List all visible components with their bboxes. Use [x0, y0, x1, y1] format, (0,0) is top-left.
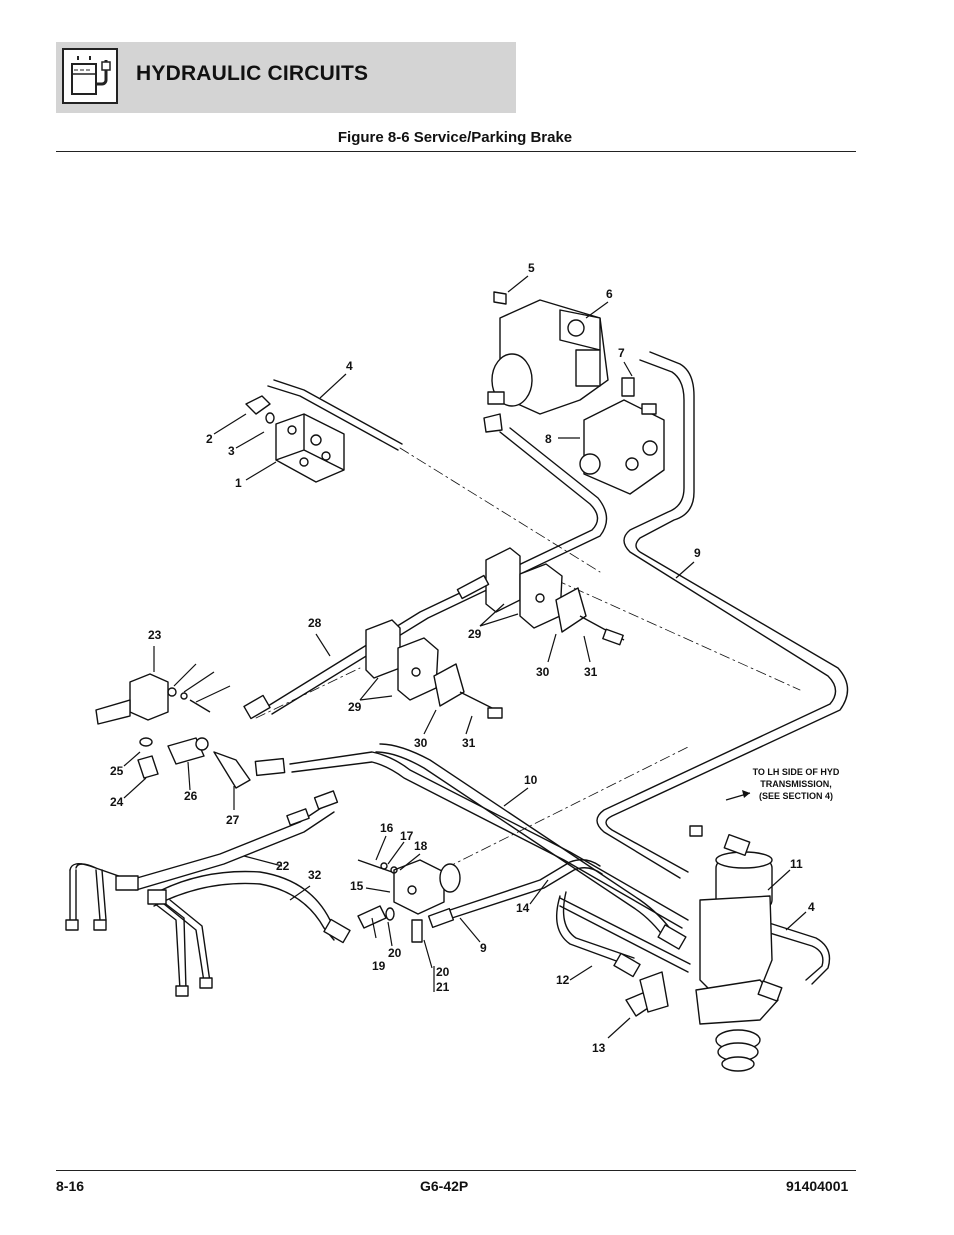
- callout-label: 17: [400, 829, 414, 843]
- callout-label: 9: [694, 546, 701, 560]
- callout-label: 29: [468, 627, 482, 641]
- callout-label: 5: [528, 261, 535, 275]
- callout-label: 24: [110, 795, 124, 809]
- callout-label: 30: [536, 665, 550, 679]
- svg-text:TO LH SIDE OF HYD: TO LH SIDE OF HYD: [753, 767, 840, 777]
- callout-label: 4: [346, 359, 353, 373]
- callout-label: 27: [226, 813, 240, 827]
- callout-label: 30: [414, 736, 428, 750]
- callout-label: 32: [308, 868, 322, 882]
- callout-label: 28: [308, 616, 322, 630]
- page-number: 8-16: [56, 1178, 85, 1194]
- callout-label: 26: [184, 789, 198, 803]
- figure-caption: Figure 8-6 Service/Parking Brake: [337, 129, 573, 146]
- section-header: HYDRAULIC CIRCUITS: [56, 42, 516, 113]
- callout-label: 22: [276, 859, 290, 873]
- callout-label: 3: [228, 444, 235, 458]
- callout-label: 10: [524, 773, 538, 787]
- hydraulic-reservoir-icon: [62, 48, 118, 104]
- callout-label: 25: [110, 764, 124, 778]
- callout-label: 14: [516, 901, 530, 915]
- callout-label: 29: [348, 700, 362, 714]
- callout-label: 4: [808, 900, 815, 914]
- callout-label: 20: [388, 946, 402, 960]
- callout-label: 18: [414, 839, 428, 853]
- transmission-note: TO LH SIDE OF HYD TRANSMISSION, (SEE SEC…: [725, 767, 840, 801]
- callout-label: 16: [380, 821, 394, 835]
- callout-label: 2: [206, 432, 213, 446]
- svg-text:(SEE SECTION 4): (SEE SECTION 4): [759, 791, 833, 801]
- section-title: HYDRAULIC CIRCUITS: [136, 62, 369, 85]
- callout-label: 13: [592, 1041, 606, 1055]
- callout-label: 21: [436, 980, 450, 994]
- model-number: G6-42P: [420, 1178, 469, 1194]
- callout-label: 19: [372, 959, 386, 973]
- callout-label: 11: [790, 857, 803, 871]
- header-rule: [56, 151, 856, 152]
- callout-label: 9: [480, 941, 487, 955]
- callout-label: 1: [235, 476, 242, 490]
- callout-label: 6: [606, 287, 613, 301]
- callout-label: 23: [148, 628, 162, 642]
- tee-block: [393, 859, 445, 915]
- pressure-switch-block: [129, 673, 169, 721]
- callout-label: 20: [436, 965, 450, 979]
- brake-valve: [583, 399, 665, 495]
- callout-labels: 1 2 3 4 4 5 6 7 8 9 9 10 11 12 13 14 15 …: [110, 261, 815, 1055]
- svg-text:TRANSMISSION,: TRANSMISSION,: [760, 779, 832, 789]
- callout-label: 31: [462, 736, 476, 750]
- callout-label: 7: [618, 346, 625, 360]
- callout-label: 15: [350, 879, 364, 893]
- part-number: 91404001: [786, 1178, 849, 1194]
- footer-rule: [56, 1170, 856, 1171]
- callout-label: 31: [584, 665, 598, 679]
- callout-label: 12: [556, 973, 570, 987]
- manifold-block: [275, 413, 345, 483]
- callout-label: 8: [545, 432, 552, 446]
